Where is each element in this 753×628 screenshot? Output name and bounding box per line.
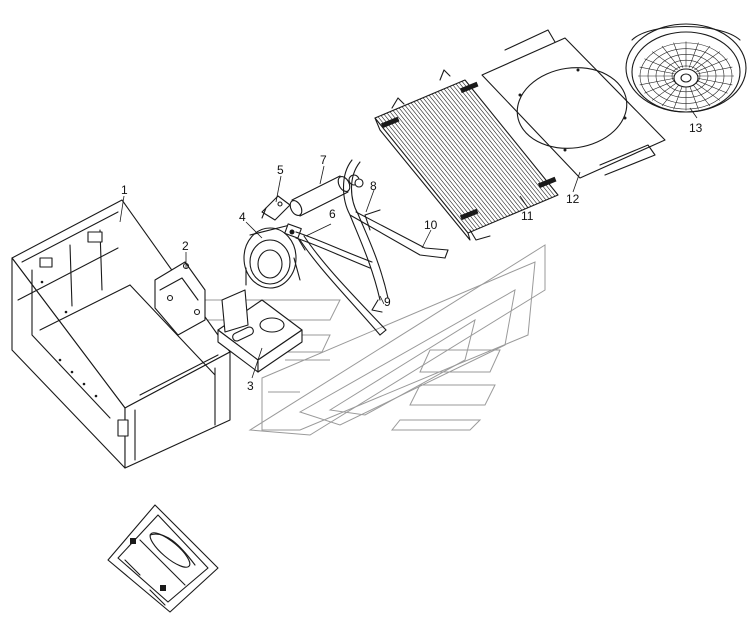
condenser-fin-line: [437, 91, 532, 207]
condenser-fin-line: [449, 86, 544, 202]
refrigerant-hoses: [295, 159, 449, 336]
fan-grill-spoke: [661, 45, 681, 69]
condenser-fin-line: [452, 84, 547, 201]
callout-7: 7: [320, 153, 327, 167]
condenser: [374, 69, 559, 241]
condenser-fin-line: [380, 115, 475, 231]
callout-10: 10: [424, 218, 438, 232]
callout-6: 6: [329, 207, 336, 221]
inset-assembly-view: [107, 504, 219, 613]
callout-8: 8: [370, 179, 377, 193]
condenser-fin-line: [386, 112, 481, 229]
electric-fan: [625, 23, 747, 113]
callout-5: 5: [277, 163, 284, 177]
condenser-fin-line: [416, 100, 511, 216]
condenser-fin-line: [410, 102, 505, 218]
fan-shroud-panel: [481, 29, 666, 179]
condenser-fin-line: [434, 92, 529, 208]
condenser-fin-line: [383, 114, 478, 230]
callout-13: 13: [689, 121, 703, 135]
bracket-clip: [261, 195, 291, 221]
callout-labels: 1 2 3 4 5 6 7 8 9 10 11 12 13: [121, 121, 703, 393]
condenser-fin-line: [377, 116, 472, 232]
frame-housing: [11, 199, 231, 469]
fan-grill-spoke: [651, 51, 678, 71]
callout-11: 11: [521, 209, 534, 223]
fan-grill-spoke: [688, 42, 699, 68]
fan-grill-spoke: [696, 80, 728, 94]
condenser-fin-line: [440, 89, 535, 206]
fan-grill-spoke: [673, 84, 684, 110]
condenser-fin-line: [389, 111, 484, 227]
leader-lines: [119, 107, 698, 379]
condenser-fin-line: [404, 105, 499, 221]
fan-grill-spoke: [694, 51, 721, 71]
condenser-fin-line: [461, 81, 556, 197]
callout-12: 12: [566, 192, 580, 206]
fan-grill-spoke: [696, 58, 728, 72]
fan-grill-spoke: [644, 80, 676, 94]
condenser-fin-line: [458, 82, 553, 198]
fan-grill-spoke: [639, 66, 675, 75]
condenser-fin-line: [425, 96, 520, 212]
condenser-fins: [377, 81, 556, 232]
compressor: [243, 223, 306, 289]
callout-4: 4: [239, 210, 246, 224]
condenser-fin-line: [395, 108, 490, 225]
callout-3: 3: [247, 379, 254, 393]
fan-grill-spoke: [651, 81, 678, 101]
callout-1: 1: [121, 183, 128, 197]
condenser-fin-line: [446, 87, 541, 203]
condenser-fin-line: [455, 83, 550, 199]
fan-grill-spoke: [691, 83, 711, 107]
condenser-fin-line: [398, 107, 493, 224]
fan-grill-spoke: [694, 81, 721, 101]
fan-grill-spoke: [691, 45, 711, 69]
callout-9: 9: [384, 295, 391, 309]
fan-grill-spoke: [644, 58, 676, 72]
condenser-fin-line: [401, 106, 496, 222]
condenser-fin-line: [443, 88, 538, 205]
fan-grill-spoke: [697, 66, 733, 75]
fan-grill-spoke: [688, 84, 699, 110]
fan-grill-spoke: [697, 77, 733, 86]
fan-grill-spoke: [673, 42, 684, 68]
condenser-fin-line: [419, 98, 514, 215]
receiver-drier: [289, 174, 360, 217]
fan-grill-spoke: [661, 83, 681, 107]
condenser-fin-line: [392, 110, 487, 226]
condenser-fin-line: [428, 95, 523, 211]
condenser-fin-line: [407, 103, 502, 220]
condenser-fin-line: [413, 101, 508, 217]
bracket-plate: [154, 261, 206, 336]
condenser-fin-line: [431, 93, 526, 210]
mounting-base-plate: [217, 289, 303, 373]
condenser-fin-line: [422, 97, 517, 213]
callout-2: 2: [182, 239, 189, 253]
fan-grill-spoke: [639, 77, 675, 86]
